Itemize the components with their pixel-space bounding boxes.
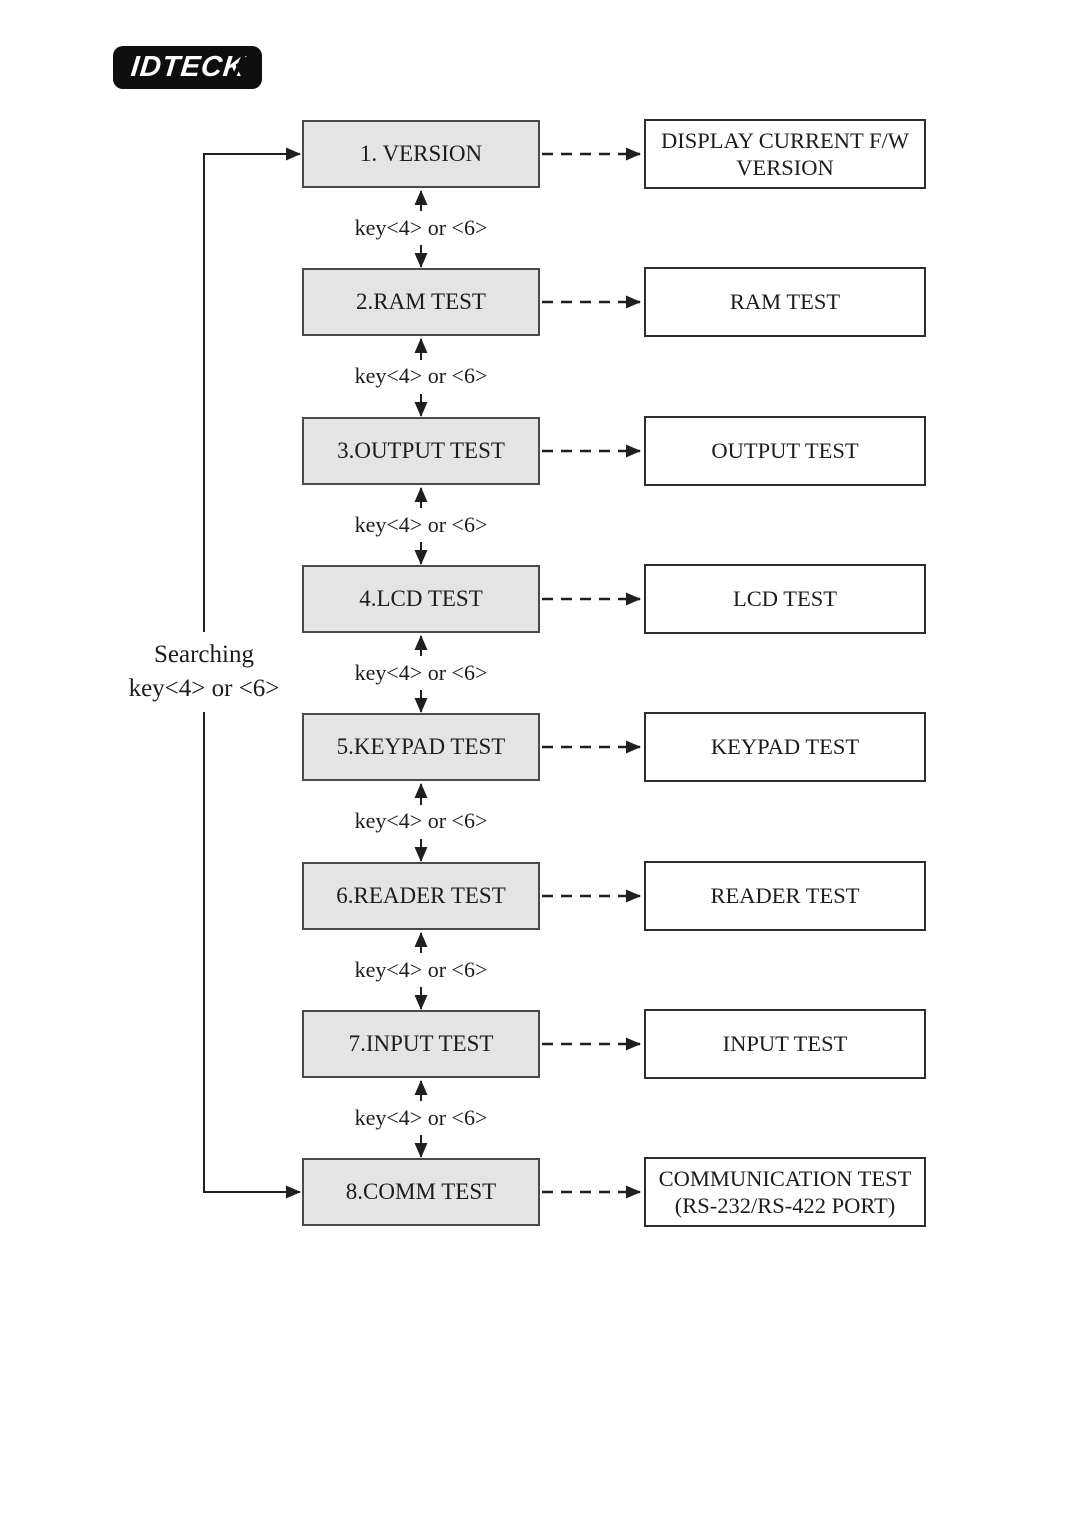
key-navigation-label: key<4> or <6> (354, 512, 488, 537)
key-navigation-label: key<4> or <6> (354, 660, 488, 685)
menu-box-input-test: 7.INPUT TEST (302, 1010, 540, 1078)
searching-label: Searching key<4> or <6> (64, 638, 344, 706)
searching-label-line1: Searching (154, 641, 254, 668)
menu-box-reader-test: 6.READER TEST (302, 862, 540, 930)
result-box-reader-test: READER TEST (644, 861, 926, 931)
dashed-result-arrows (542, 147, 641, 1199)
result-box-output-test: OUTPUT TEST (644, 416, 926, 486)
result-box-input-test: INPUT TEST (644, 1009, 926, 1079)
menu-box-lcd-test: 4.LCD TEST (302, 565, 540, 633)
result-box-comm-test: COMMUNICATION TEST (RS-232/RS-422 PORT) (644, 1157, 926, 1227)
key-navigation-label: key<4> or <6> (354, 1105, 488, 1130)
result-box-version: DISPLAY CURRENT F/W VERSION (644, 119, 926, 189)
menu-box-comm-test: 8.COMM TEST (302, 1158, 540, 1226)
menu-box-version: 1. VERSION (302, 120, 540, 188)
result-box-lcd-test: LCD TEST (644, 564, 926, 634)
menu-box-output-test: 3.OUTPUT TEST (302, 417, 540, 485)
key-navigation-label: key<4> or <6> (354, 808, 488, 833)
search-loop-bracket (203, 147, 301, 1199)
key-navigation-label: key<4> or <6> (354, 957, 488, 982)
searching-label-line2: key<4> or <6> (128, 675, 280, 702)
result-box-keypad-test: KEYPAD TEST (644, 712, 926, 782)
result-box-ram-test: RAM TEST (644, 267, 926, 337)
menu-box-keypad-test: 5.KEYPAD TEST (302, 713, 540, 781)
idteck-logo: IDTECK (113, 46, 262, 89)
key-navigation-label: key<4> or <6> (354, 215, 488, 240)
menu-box-ram-test: 2.RAM TEST (302, 268, 540, 336)
key-navigation-label: key<4> or <6> (354, 363, 488, 388)
